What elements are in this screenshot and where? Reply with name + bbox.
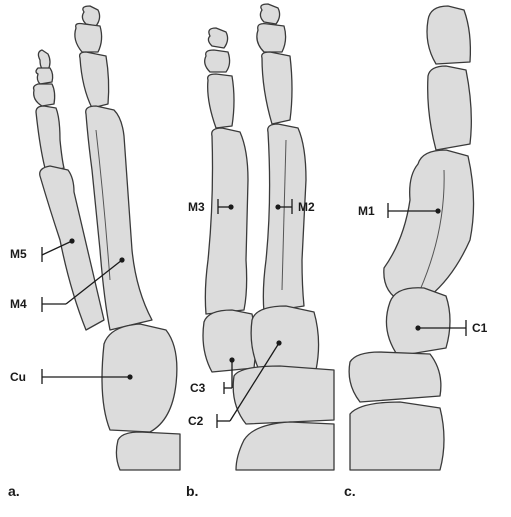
label-m5: M5 [10,238,75,262]
label-c1: C1 [415,320,488,336]
panel-c-illustration [348,5,475,471]
label-m4: M4 [10,257,125,312]
label-c2-text: C2 [188,414,204,428]
panel-label-b: b. [186,483,198,499]
label-c3-text: C3 [190,381,206,395]
label-c2: C2 [188,340,282,428]
label-m5-text: M5 [10,247,27,261]
label-m4-text: M4 [10,297,27,311]
label-m3-text: M3 [188,200,205,214]
panel-a-illustration [32,5,181,471]
label-c3: C3 [190,357,235,395]
label-m2: M2 [275,199,315,214]
panel-label-a: a. [8,483,20,499]
label-cu-text: Cu [10,370,26,384]
label-m3: M3 [188,199,234,214]
label-m1-text: M1 [358,204,375,218]
label-cu: Cu [10,369,133,384]
label-m1: M1 [358,203,441,218]
panel-label-c: c. [344,483,356,499]
panel-b-illustration [202,3,335,471]
label-m2-text: M2 [298,200,315,214]
label-c1-text: C1 [472,321,488,335]
